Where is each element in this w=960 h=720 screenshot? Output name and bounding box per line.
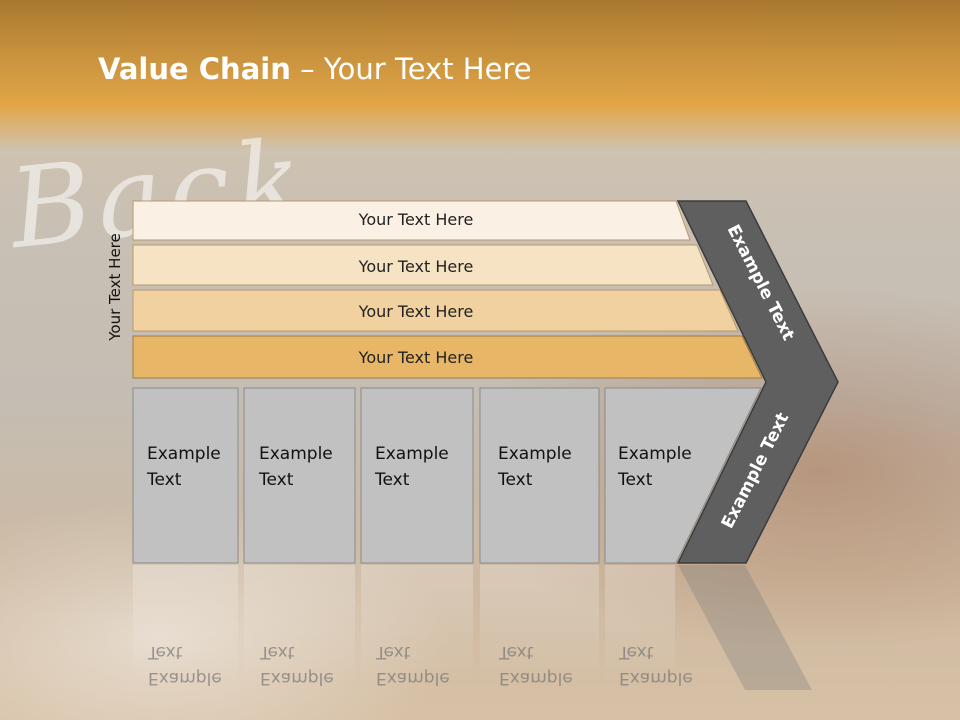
box-2-line1: Example bbox=[259, 444, 333, 464]
box-1-line1: Example bbox=[147, 444, 221, 464]
box-5 bbox=[604, 387, 762, 564]
band-1-label: Your Text Here bbox=[358, 210, 474, 229]
box-4-line2: Text bbox=[497, 470, 533, 490]
header-band bbox=[0, 0, 960, 150]
box-5-line2: Text bbox=[617, 470, 653, 490]
bands-group: Your Text Here Your Text Here Your Text … bbox=[132, 200, 763, 379]
reflection-text: Text bbox=[618, 642, 654, 662]
reflection-box bbox=[133, 565, 238, 685]
box-2 bbox=[243, 387, 356, 564]
reflection-text: Example bbox=[499, 668, 573, 688]
box-4 bbox=[479, 387, 600, 564]
reflection-box bbox=[244, 565, 355, 685]
reflection-chevron bbox=[678, 565, 812, 690]
slide-title: Value Chain – Your Text Here bbox=[98, 52, 532, 86]
band-2-label: Your Text Here bbox=[358, 257, 474, 276]
box-4-line1: Example bbox=[498, 444, 572, 464]
reflection: Example Text Example Text Example Text E… bbox=[133, 565, 812, 690]
band-3-label: Your Text Here bbox=[358, 302, 474, 321]
reflection-text: Example bbox=[619, 668, 693, 688]
box-3-line1: Example bbox=[375, 444, 449, 464]
reflection-text: Example bbox=[260, 668, 334, 688]
box-2-line2: Text bbox=[258, 470, 294, 490]
box-5-line1: Example bbox=[618, 444, 692, 464]
band-1 bbox=[132, 200, 691, 241]
reflection-text: Text bbox=[498, 642, 534, 662]
boxes-group: Example Text Example Text Example Text E… bbox=[132, 387, 762, 564]
reflection-text: Example bbox=[148, 668, 222, 688]
chevron-arrow bbox=[676, 200, 839, 564]
reflection-text: Example bbox=[376, 668, 450, 688]
band-4 bbox=[132, 335, 763, 379]
reflection-text: Text bbox=[259, 642, 295, 662]
title-rest: – Your Text Here bbox=[290, 52, 532, 86]
band-3 bbox=[132, 289, 739, 332]
box-1-line2: Text bbox=[146, 470, 182, 490]
reflection-text: Text bbox=[375, 642, 411, 662]
reflection-box bbox=[605, 565, 675, 685]
box-3 bbox=[360, 387, 474, 564]
band-2 bbox=[132, 244, 714, 286]
reflection-text: Text bbox=[147, 642, 183, 662]
band-4-label: Your Text Here bbox=[358, 348, 474, 367]
box-1 bbox=[132, 387, 239, 564]
reflection-box bbox=[480, 565, 599, 685]
reflection-box bbox=[361, 565, 473, 685]
box-3-line2: Text bbox=[374, 470, 410, 490]
title-bold: Value Chain bbox=[98, 52, 291, 86]
